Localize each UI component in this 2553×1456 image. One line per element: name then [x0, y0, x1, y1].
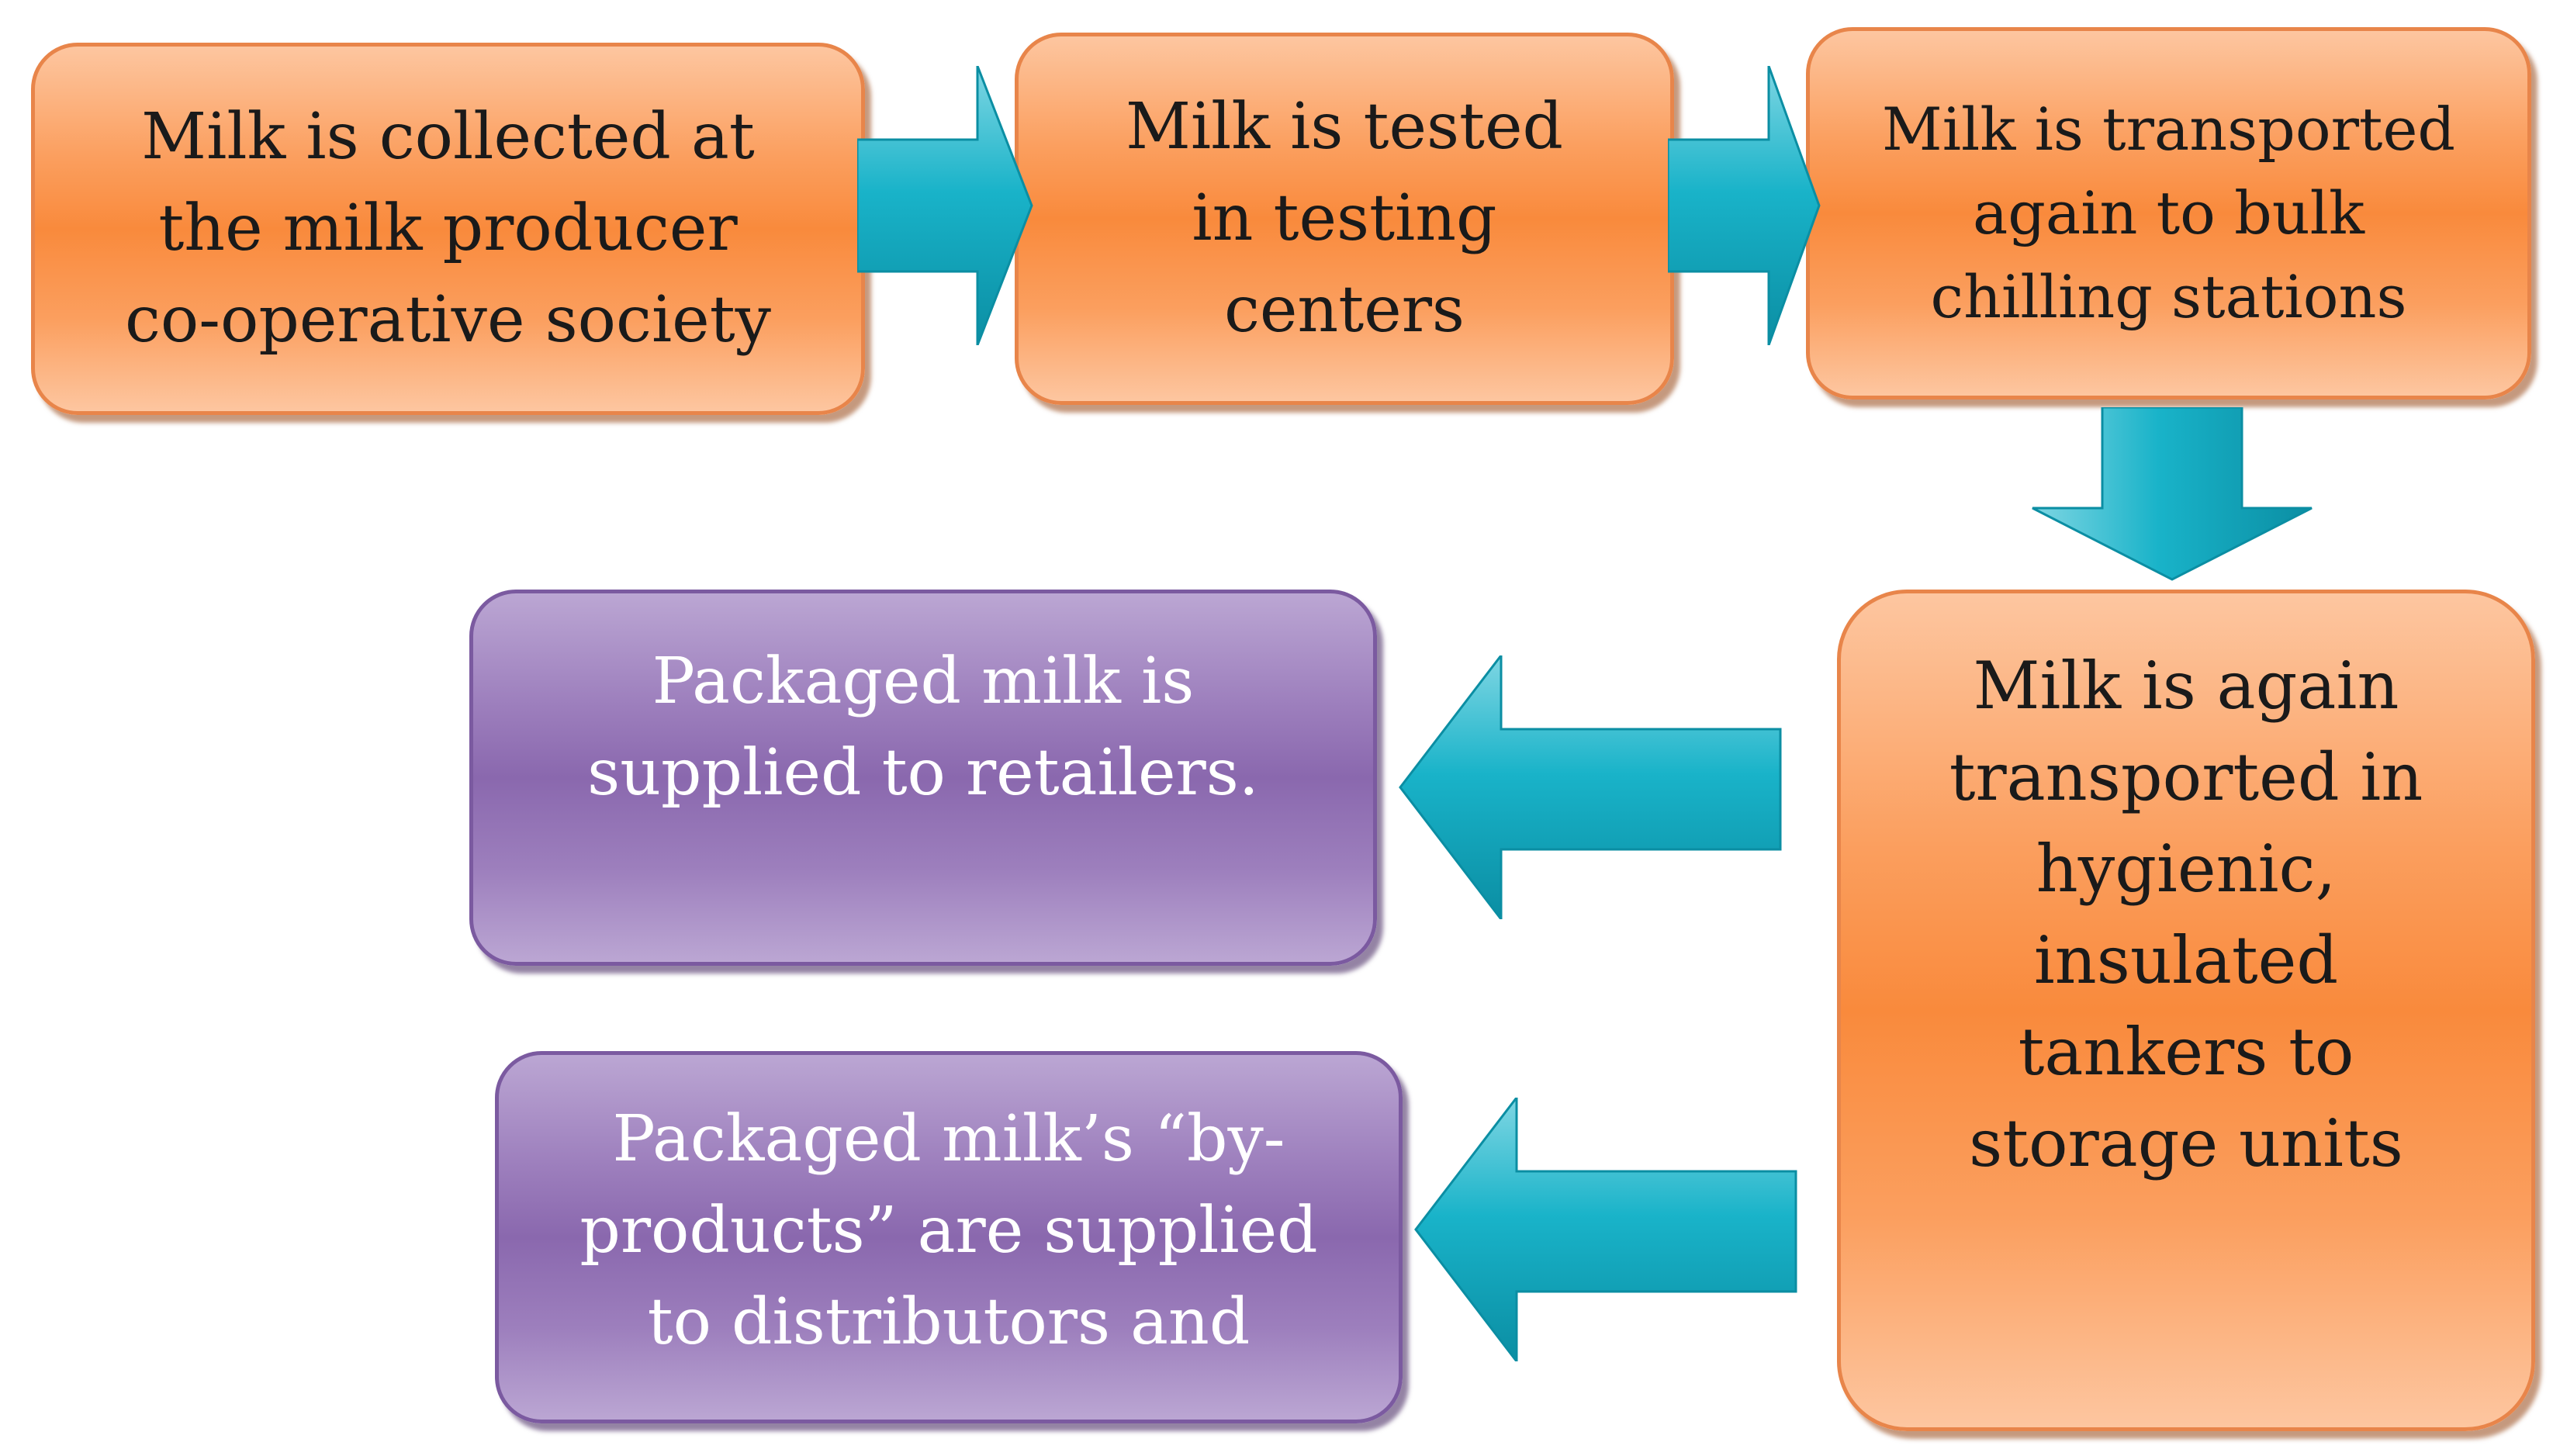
step-chill-box: Milk is transported again to bulk chilli… — [1806, 27, 2531, 399]
step-chill-text: Milk is transported again to bulk chilli… — [1881, 95, 2456, 331]
step-collect-box: Milk is collected at the milk producer c… — [31, 43, 865, 415]
step-retail-text: Packaged milk is supplied to retailers. — [587, 645, 1259, 810]
step-test-box: Milk is tested in testing centers — [1015, 33, 1674, 405]
step-test-text: Milk is tested in testing centers — [1125, 90, 1564, 347]
arrow-right-2-icon — [1668, 66, 1821, 345]
step-retail-box: Packaged milk is supplied to retailers. — [469, 590, 1377, 966]
arrow-left-2-icon — [1414, 1098, 1797, 1361]
step-byproducts-box: Packaged milk’s “by- products” are suppl… — [495, 1051, 1403, 1423]
step-storage-box: Milk is again transported in hygienic, i… — [1837, 590, 2535, 1431]
arrow-right-1-icon — [857, 66, 1033, 345]
arrow-down-icon — [2032, 407, 2313, 581]
arrow-left-1-icon — [1399, 655, 1782, 919]
step-storage-text: Milk is again transported in hygienic, i… — [1949, 648, 2423, 1181]
step-collect-text: Milk is collected at the milk producer c… — [125, 100, 771, 357]
step-byproducts-text: Packaged milk’s “by- products” are suppl… — [579, 1102, 1318, 1359]
